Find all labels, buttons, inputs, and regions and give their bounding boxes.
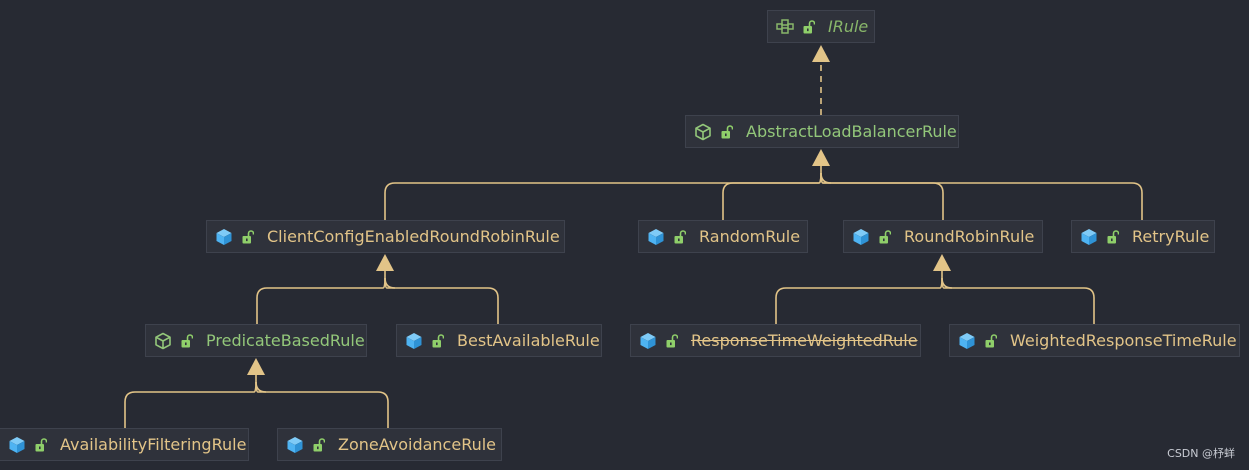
round-robin-edges-arrowhead [933, 254, 951, 271]
abstract-lb-edges-child-3 [820, 172, 1143, 220]
node-availability-filtering-rule[interactable]: AvailabilityFilteringRule [0, 428, 249, 461]
node-label: BestAvailableRule [457, 331, 600, 350]
watermark: CSDN @杼蛘 [1167, 447, 1235, 460]
unlocked-lock-icon [1106, 228, 1120, 246]
unlocked-lock-icon [673, 228, 687, 246]
node-label: ZoneAvoidanceRule [338, 435, 497, 454]
node-client-config-enabled-round-robin-rule[interactable]: ClientConfigEnabledRoundRobinRule [206, 220, 565, 253]
predicate-based-edges-child-0 [124, 381, 257, 428]
interface-icon [776, 18, 794, 36]
round-robin-edges-child-0 [775, 277, 943, 324]
node-random-rule[interactable]: RandomRule [638, 220, 808, 253]
abstract-lb-edges-child-2 [820, 172, 944, 220]
class-icon [852, 228, 870, 246]
unlocked-lock-icon [665, 332, 679, 350]
node-label: RoundRobinRule [904, 227, 1035, 246]
client-config-edges-arrowhead [376, 254, 394, 271]
class-icon [958, 332, 976, 350]
client-config-edges-child-0 [256, 277, 386, 324]
predicate-based-edges-child-1 [255, 381, 389, 428]
node-label: WeightedResponseTimeRule [1010, 331, 1237, 350]
node-abstract-load-balancer-rule[interactable]: AbstractLoadBalancerRule [685, 115, 959, 148]
client-config-edges-trunk [384, 271, 396, 289]
node-label: AvailabilityFilteringRule [60, 435, 247, 454]
implements-arrowhead [812, 45, 830, 62]
node-best-available-rule[interactable]: BestAvailableRule [396, 324, 602, 357]
client-config-edges-child-1 [384, 277, 499, 324]
node-zone-avoidance-rule[interactable]: ZoneAvoidanceRule [277, 428, 502, 461]
unlocked-lock-icon [241, 228, 255, 246]
class-icon [8, 436, 26, 454]
node-label: AbstractLoadBalancerRule [746, 122, 957, 141]
unlocked-lock-icon [180, 332, 194, 350]
unlocked-lock-icon [431, 332, 445, 350]
class-icon [215, 228, 233, 246]
node-label: IRule [828, 17, 869, 36]
node-predicate-based-rule[interactable]: PredicateBasedRule [145, 324, 367, 357]
predicate-based-edges-arrowhead [247, 358, 265, 375]
node-label: ClientConfigEnabledRoundRobinRule [267, 227, 560, 246]
unlocked-lock-icon [312, 436, 326, 454]
class-icon [647, 228, 665, 246]
predicate-based-edges-trunk [255, 375, 267, 393]
abstract-lb-edges-trunk [820, 166, 832, 184]
node-label: PredicateBasedRule [206, 331, 365, 350]
abstract-lb-edges-child-0 [384, 172, 822, 220]
unlocked-lock-icon [720, 123, 734, 141]
abstract-lb-edges-arrowhead [812, 149, 830, 166]
class-icon [1080, 228, 1098, 246]
node-weighted-response-time-rule[interactable]: WeightedResponseTimeRule [949, 324, 1240, 357]
round-robin-edges-child-1 [941, 277, 1095, 324]
unlocked-lock-icon [802, 18, 816, 36]
class-icon [286, 436, 304, 454]
node-round-robin-rule[interactable]: RoundRobinRule [843, 220, 1043, 253]
node-retry-rule[interactable]: RetryRule [1071, 220, 1215, 253]
node-label: RandomRule [699, 227, 801, 246]
node-response-time-weighted-rule[interactable]: ResponseTimeWeightedRule [630, 324, 921, 357]
unlocked-lock-icon [34, 436, 48, 454]
unlocked-lock-icon [878, 228, 892, 246]
abstract-lb-edges-child-1 [722, 172, 822, 220]
abstract-class-icon [154, 332, 172, 350]
abstract-class-icon [694, 123, 712, 141]
round-robin-edges-trunk [941, 271, 953, 289]
node-irule[interactable]: IRule [767, 10, 875, 43]
node-label: ResponseTimeWeightedRule [691, 331, 918, 350]
node-label: RetryRule [1132, 227, 1210, 246]
unlocked-lock-icon [984, 332, 998, 350]
class-icon [405, 332, 423, 350]
class-icon [639, 332, 657, 350]
